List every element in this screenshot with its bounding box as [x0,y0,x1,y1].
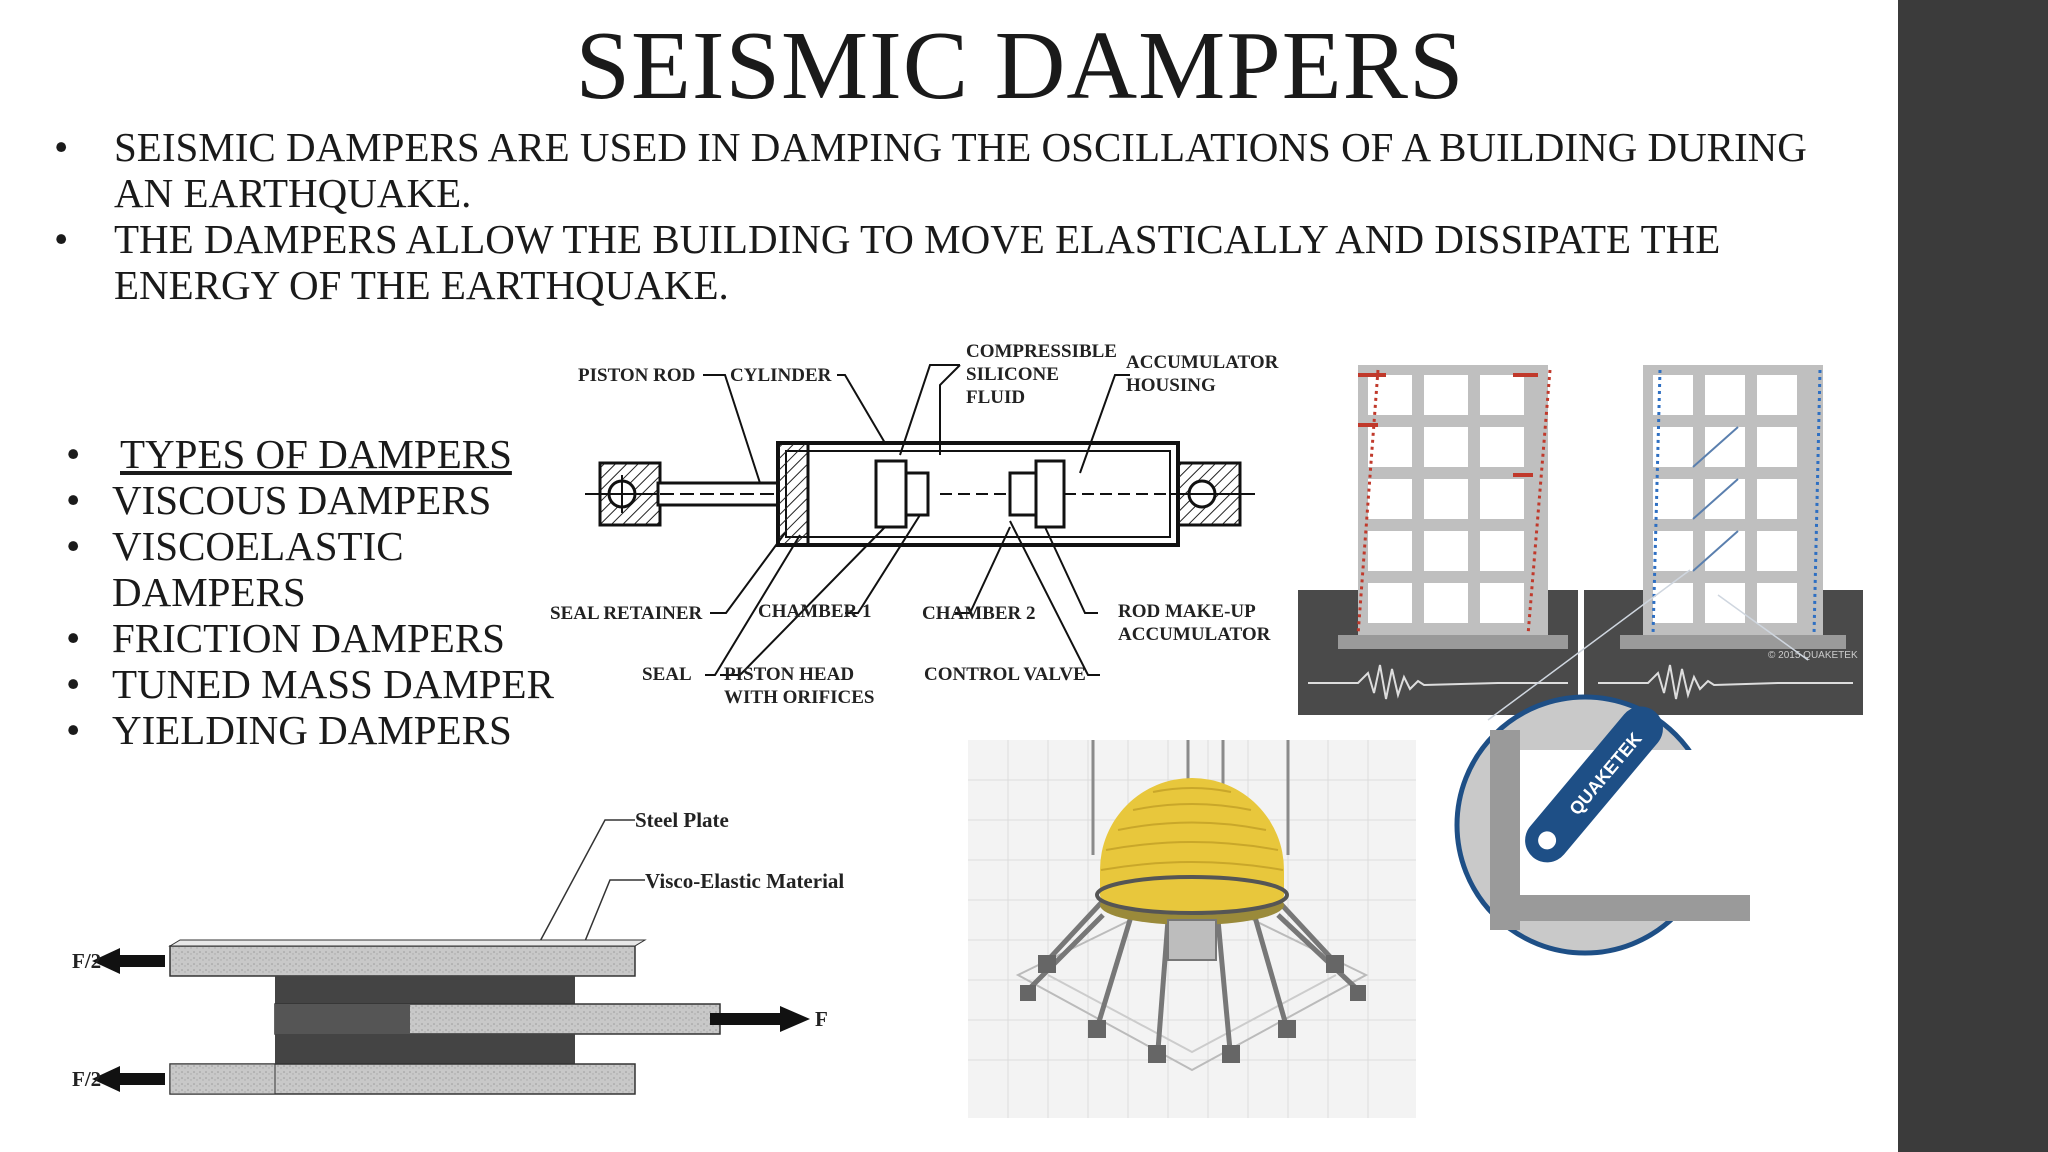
label-accumulator-2: HOUSING [1126,375,1216,396]
slide-title: SEISMIC DAMPERS [575,12,1465,120]
label-visco-material: Visco-Elastic Material [645,869,844,893]
intro-bullet: SEISMIC DAMPERS ARE USED IN DAMPING THE … [54,124,1814,216]
damper-type-item: FRICTION DAMPERS [62,615,582,661]
building-drift-image: © 2015 QUAKETEK [1298,365,1863,721]
label-accumulator-1: ACCUMULATOR [1126,352,1279,373]
label-fluid-3: FLUID [966,387,1025,408]
damper-device-zoom: QUAKETEK [1454,694,1750,956]
viscoelastic-damper-diagram: Steel Plate Visco-Elastic Material F/2 F… [72,808,844,1095]
intro-bullet: THE DAMPERS ALLOW THE BUILDING TO MOVE E… [54,216,1814,308]
label-fluid-2: SILICONE [966,364,1059,385]
label-rod-makeup-1: ROD MAKE-UP [1118,601,1256,622]
side-band [1898,0,2048,1152]
label-fluid-1: COMPRESSIBLE [966,341,1117,362]
label-chamber-1: CHAMBER 1 [758,601,871,622]
label-rod-makeup-2: ACCUMULATOR [1118,624,1271,645]
label-force-top: F/2 [72,949,101,973]
label-force-mid: F [815,1007,828,1031]
label-piston-head-1: PISTON HEAD [724,664,854,685]
viscous-damper-diagram: PISTON ROD CYLINDER COMPRESSIBLE SILICON… [550,341,1279,708]
slide: SEISMIC DAMPERS SEISMIC DAMPERS ARE USED… [0,0,1898,1152]
intro-bullet-list: SEISMIC DAMPERS ARE USED IN DAMPING THE … [54,124,1814,308]
damper-type-item: YIELDING DAMPERS [62,707,582,753]
damper-types-heading: TYPES OF DAMPERS [62,431,582,477]
damper-types-list: TYPES OF DAMPERS VISCOUS DAMPERS VISCOEL… [62,431,582,753]
label-cylinder: CYLINDER [730,365,832,386]
label-piston-head-2: WITH ORIFICES [724,687,874,708]
watermark-text: © 2015 QUAKETEK [1768,650,1858,661]
label-piston-rod: PISTON ROD [578,365,695,386]
damper-type-item: VISCOUS DAMPERS [62,477,582,523]
label-steel-plate: Steel Plate [635,808,729,832]
label-seal-retainer: SEAL RETAINER [550,603,703,624]
label-control-valve: CONTROL VALVE [924,664,1086,685]
damper-type-item: VISCOELASTIC DAMPERS [62,523,582,615]
label-seal: SEAL [642,664,692,685]
damper-type-item: TUNED MASS DAMPER [62,661,582,707]
tuned-mass-damper-image [968,740,1416,1118]
label-force-bottom: F/2 [72,1067,101,1091]
label-chamber-2: CHAMBER 2 [922,603,1035,624]
